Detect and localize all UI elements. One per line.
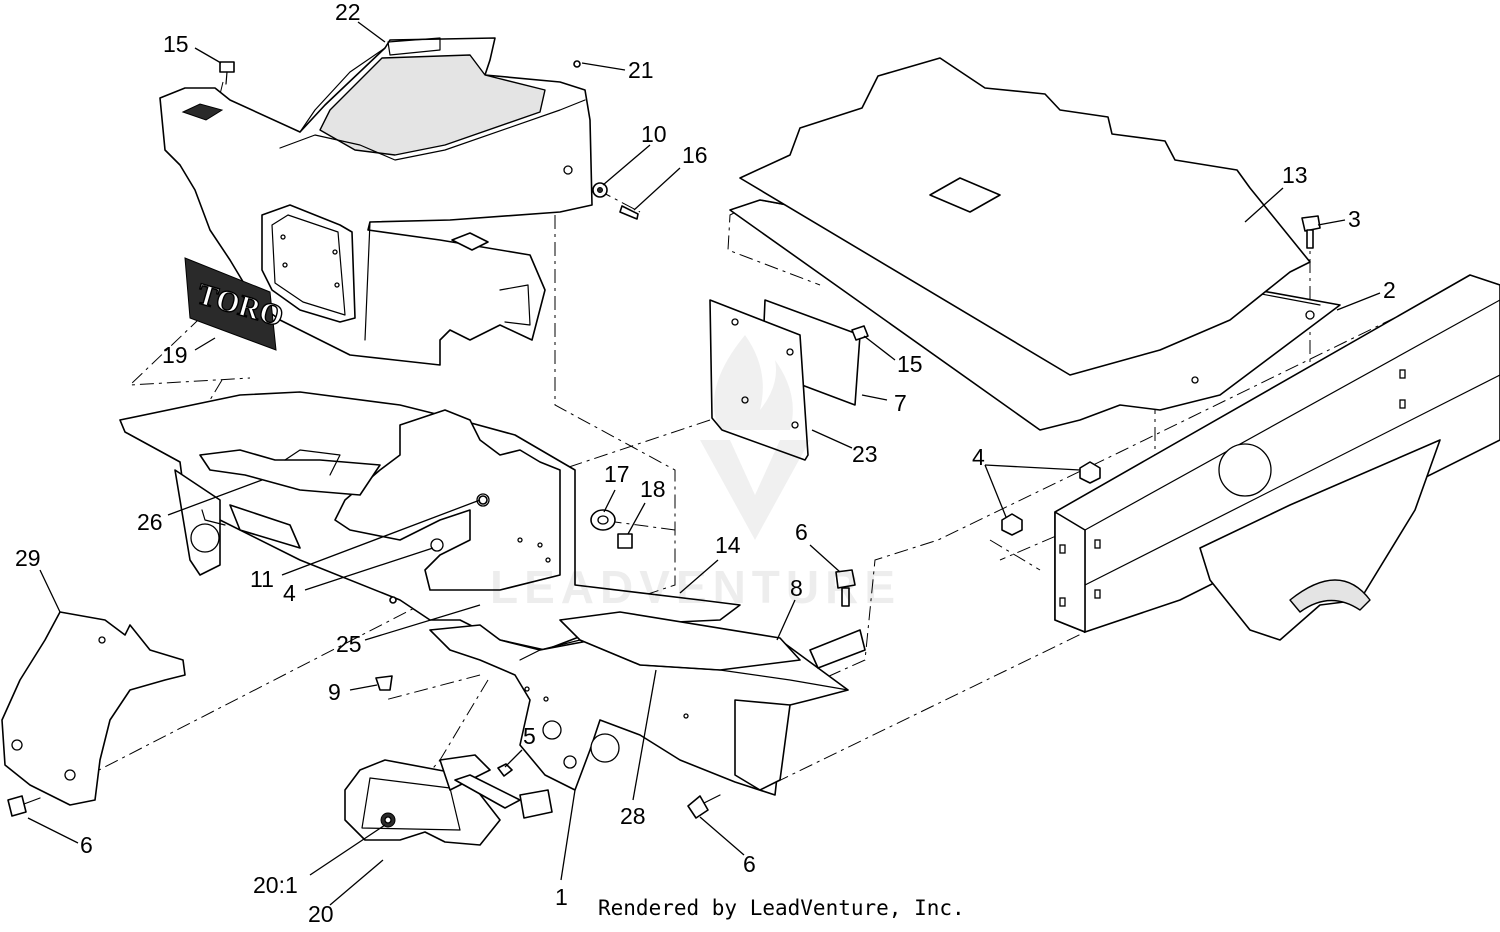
callout-22: 22 — [335, 0, 361, 25]
fasteners — [7, 60, 1321, 819]
callout-6-left: 6 — [80, 832, 93, 858]
main-frame — [1054, 274, 1500, 641]
callout-25: 25 — [336, 631, 362, 657]
callout-7: 7 — [894, 390, 907, 416]
callout-10: 10 — [641, 121, 667, 147]
callout-2: 2 — [1383, 277, 1396, 303]
cover-plates — [709, 299, 861, 461]
callout-20: 20 — [308, 901, 334, 927]
callout-20-1: 20:1 — [253, 872, 298, 898]
callout-11: 11 — [250, 566, 274, 592]
callout-15-top: 15 — [163, 31, 189, 57]
leader-lines — [27, 21, 1381, 906]
callout-3: 3 — [1348, 206, 1361, 232]
callout-5: 5 — [523, 723, 536, 749]
side-bracket — [1, 611, 186, 806]
callouts: 22 15 21 10 16 13 3 2 15 7 23 4 17 18 6 … — [15, 0, 1396, 927]
callout-19: 19 — [162, 342, 188, 368]
callout-28: 28 — [620, 803, 646, 829]
front-chassis — [119, 391, 741, 651]
callout-9: 9 — [328, 679, 341, 705]
callout-14: 14 — [715, 532, 741, 558]
callout-1: 1 — [555, 884, 568, 910]
callout-6-bottom: 6 — [743, 851, 756, 877]
callout-13: 13 — [1282, 162, 1308, 188]
callout-8: 8 — [790, 575, 803, 601]
callout-23: 23 — [852, 441, 878, 467]
render-credit: Rendered by LeadVenture, Inc. — [598, 896, 965, 920]
callout-21: 21 — [628, 57, 654, 83]
callout-4-left: 4 — [283, 580, 296, 606]
callout-29: 29 — [15, 545, 41, 571]
hood-console — [159, 37, 593, 366]
callout-18: 18 — [640, 476, 666, 502]
callout-16: 16 — [682, 142, 708, 168]
callout-6-mid: 6 — [795, 519, 808, 545]
callout-26: 26 — [137, 509, 163, 535]
lower-bracket — [429, 611, 866, 796]
watermark-text: LEADVENTURE — [490, 561, 901, 613]
watermark: LEADVENTURE — [490, 335, 901, 613]
floor-mat — [739, 57, 1311, 376]
callout-4-right: 4 — [972, 444, 985, 470]
toro-decal: TORO — [184, 257, 288, 351]
headlight-assembly — [344, 754, 553, 846]
callout-15-mid: 15 — [897, 351, 923, 377]
callout-17: 17 — [604, 461, 630, 487]
